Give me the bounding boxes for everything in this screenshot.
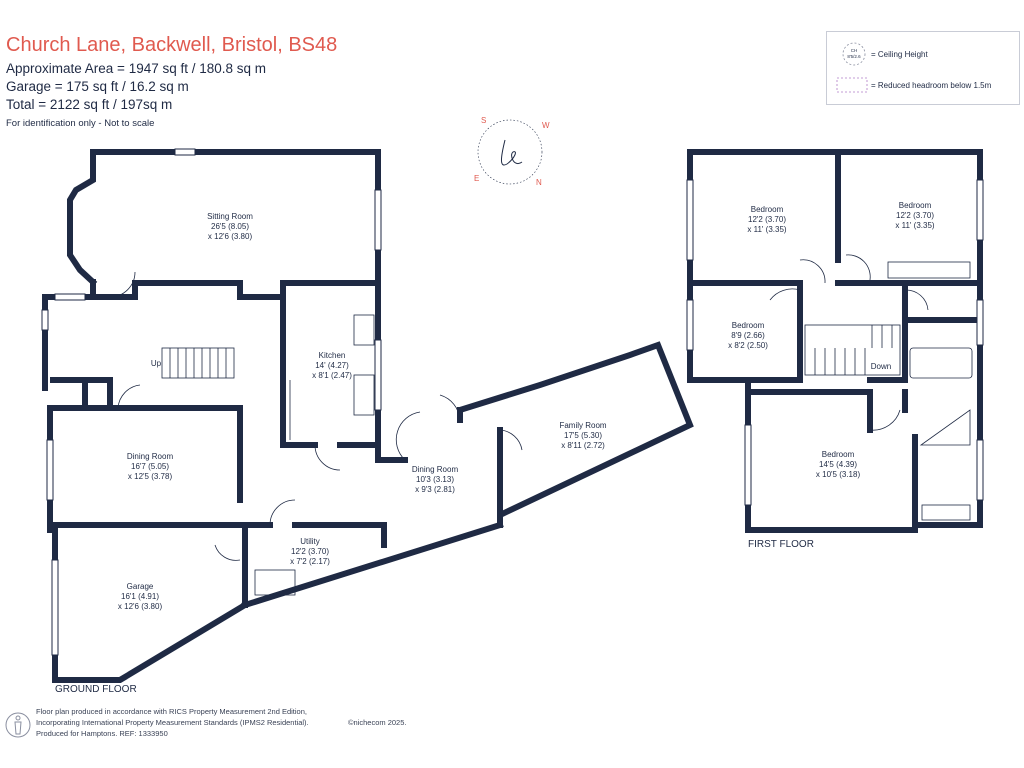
window	[51, 559, 59, 656]
first-floor-doors	[769, 254, 929, 431]
stairs-up-label: Up	[150, 359, 162, 368]
footer-line-2: Incorporating International Property Mea…	[36, 718, 309, 727]
ground-stairs	[161, 314, 375, 596]
window	[41, 309, 49, 331]
reduced-headroom-label: = Reduced headroom below 1.5m	[871, 81, 992, 90]
ceiling-height-icon	[842, 42, 866, 66]
compass-s: S	[481, 116, 487, 125]
stairs-down-label: Down	[870, 362, 892, 371]
window	[976, 179, 984, 241]
compass-n: N	[536, 178, 542, 187]
area-line: Approximate Area = 1947 sq ft / 180.8 sq…	[6, 61, 267, 76]
first-floor-windows	[686, 179, 984, 506]
ground-floor-label: GROUND FLOOR	[55, 684, 137, 695]
garage-line: Garage = 175 sq ft / 16.2 sq m	[6, 79, 189, 94]
window	[174, 148, 196, 156]
compass-w: W	[542, 121, 550, 130]
window	[976, 439, 984, 501]
legend-symbols	[836, 42, 868, 93]
footer-line-3: Produced for Hamptons. REF: 1333950	[36, 729, 168, 738]
first-floor-label: FIRST FLOOR	[748, 539, 814, 550]
window	[686, 179, 694, 261]
disclaimer-note: For identification only - Not to scale	[6, 118, 155, 129]
window	[744, 424, 752, 506]
total-line: Total = 2122 sq ft / 197sq m	[6, 97, 173, 112]
reduced-headroom-icon	[836, 77, 868, 93]
person-icon	[5, 712, 31, 738]
compass-icon	[477, 119, 543, 185]
window	[976, 299, 984, 346]
window	[374, 189, 382, 251]
legend-box: CH 8'5/2.6 = Ceiling Height = Reduced he…	[826, 31, 1020, 105]
window	[686, 299, 694, 351]
ground-doors	[109, 271, 523, 561]
ceiling-label: = Ceiling Height	[871, 50, 928, 59]
window	[54, 293, 86, 301]
page-title: Church Lane, Backwell, Bristol, BS48	[6, 34, 338, 56]
footer-line-1: Floor plan produced in accordance with R…	[36, 707, 307, 716]
window	[46, 439, 54, 501]
ceiling-symbol-top: CH	[850, 48, 858, 53]
first-floor-stairs	[804, 261, 973, 521]
compass-e: E	[474, 174, 480, 183]
window	[374, 339, 382, 411]
footer-copyright: ©nichecom 2025.	[348, 718, 407, 727]
ground-floor-windows	[41, 148, 382, 656]
ceiling-symbol-bottom: 8'5/2.6	[847, 54, 861, 59]
